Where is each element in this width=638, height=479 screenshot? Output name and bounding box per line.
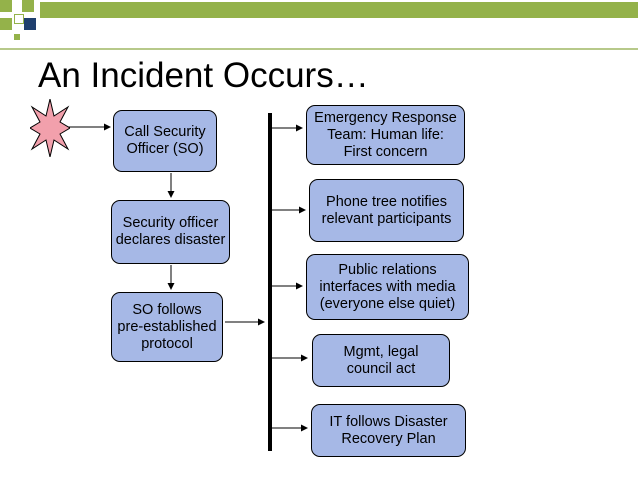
slide-title: An Incident Occurs… xyxy=(38,56,369,95)
title-rule xyxy=(0,48,638,50)
call-security-officer-box: Call Security Officer (SO) xyxy=(113,110,217,172)
phone-tree-box: Phone tree notifies relevant participant… xyxy=(309,179,464,242)
starburst-icon xyxy=(30,99,70,157)
emergency-response-box: Emergency Response Team: Human life: Fir… xyxy=(306,105,465,165)
follow-protocol-box: SO follows pre-established protocol xyxy=(111,292,223,362)
it-recovery-box: IT follows Disaster Recovery Plan xyxy=(311,404,466,457)
public-relations-box: Public relations interfaces with media (… xyxy=(306,254,469,320)
mgmt-legal-box: Mgmt, legal council act xyxy=(312,334,450,387)
declare-disaster-box: Security officer declares disaster xyxy=(111,200,230,264)
